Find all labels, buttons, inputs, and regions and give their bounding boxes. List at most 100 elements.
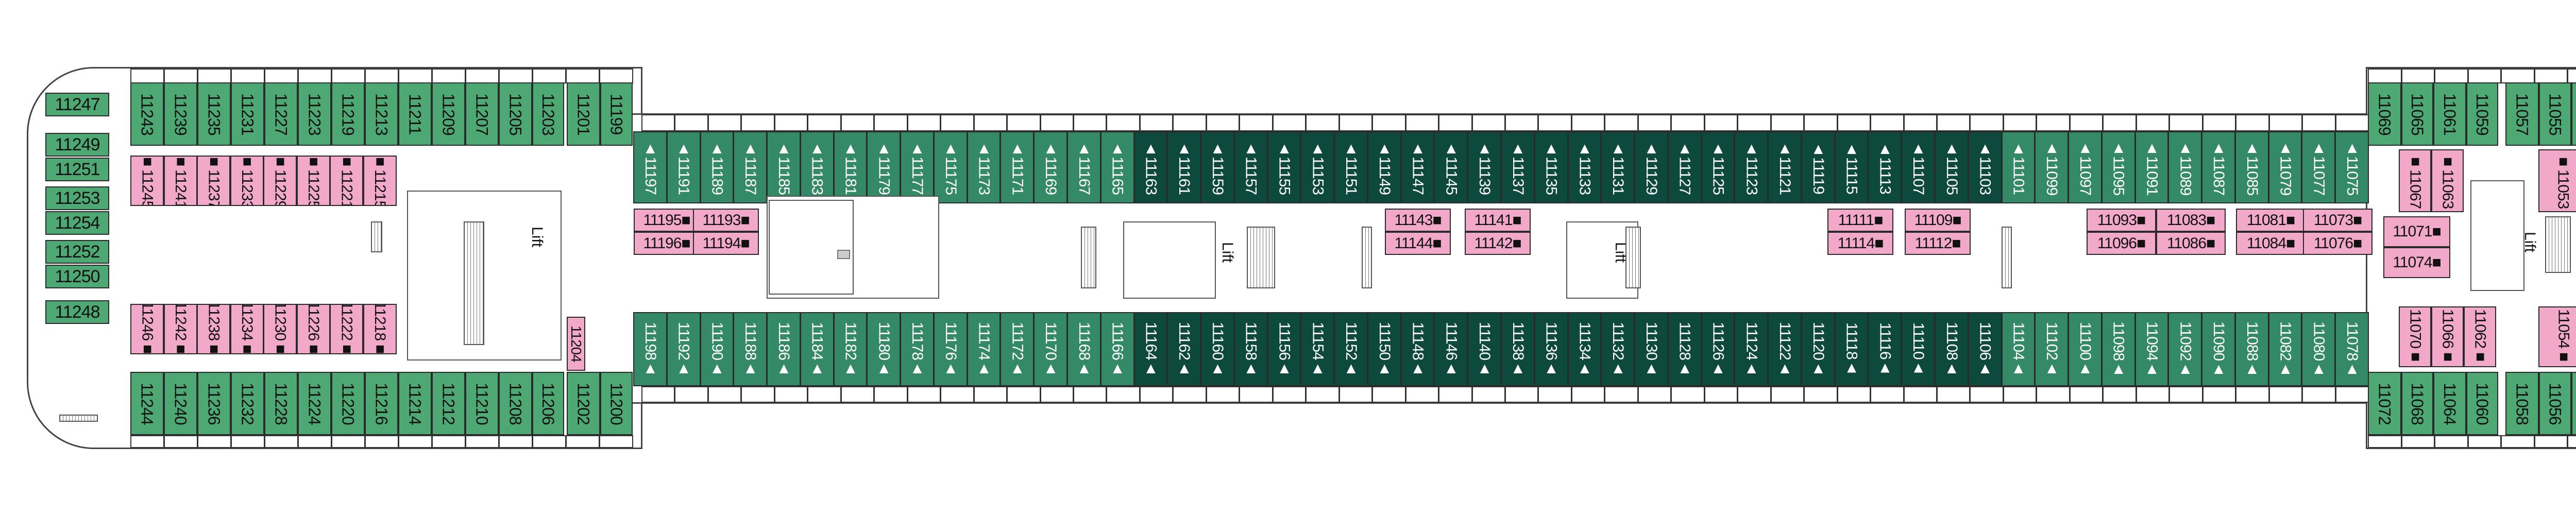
cabin-11071■[interactable]: 11071■	[2383, 216, 2450, 247]
cabin-11227[interactable]: 11227	[264, 82, 298, 146]
cabin-11190▲[interactable]: 11190▲	[700, 312, 734, 386]
cabin-■11237[interactable]: ■11237	[197, 156, 230, 206]
cabin-11128▲[interactable]: 11128▲	[1667, 312, 1702, 386]
cabin-▲11099[interactable]: ▲11099	[2035, 131, 2069, 203]
cabin-11239[interactable]: 11239	[164, 82, 197, 146]
cabin-11168▲[interactable]: 11168▲	[1067, 312, 1101, 386]
cabin-▲11119[interactable]: ▲11119	[1801, 131, 1835, 203]
cabin-▲11131[interactable]: ▲11131	[1601, 131, 1635, 203]
cabin-11203[interactable]: 11203	[532, 82, 564, 146]
cabin-11212[interactable]: 11212	[432, 372, 465, 435]
cabin-▲11189[interactable]: ▲11189	[700, 131, 734, 203]
cabin-11218■[interactable]: 11218■	[363, 304, 397, 354]
cabin-11202[interactable]: 11202	[567, 372, 600, 435]
cabin-11078▲[interactable]: 11078▲	[2335, 312, 2369, 386]
cabin-11074■[interactable]: 11074■	[2383, 247, 2450, 278]
cabin-11253[interactable]: 11253	[45, 186, 109, 210]
cabin-▲11085[interactable]: ▲11085	[2234, 131, 2269, 203]
cabin-11106▲[interactable]: 11106▲	[1968, 312, 2002, 386]
cabin-▲11107[interactable]: ▲11107	[1901, 131, 1935, 203]
cabin-11130▲[interactable]: 11130▲	[1634, 312, 1668, 386]
cabin-11223[interactable]: 11223	[298, 82, 331, 146]
cabin-11156▲[interactable]: 11156▲	[1267, 312, 1301, 386]
cabin-11069[interactable]: 11069	[2368, 82, 2401, 146]
cabin-11108▲[interactable]: 11108▲	[1935, 312, 1969, 386]
cabin-11064[interactable]: 11064	[2433, 372, 2466, 435]
cabin-11213[interactable]: 11213	[365, 82, 398, 146]
cabin-▲11157[interactable]: ▲11157	[1233, 131, 1268, 203]
cabin-11140▲[interactable]: 11140▲	[1467, 312, 1501, 386]
cabin-11249[interactable]: 11249	[45, 133, 109, 157]
cabin-11080▲[interactable]: 11080▲	[2301, 312, 2336, 386]
cabin-▲11075[interactable]: ▲11075	[2335, 131, 2369, 203]
cabin-11094▲[interactable]: 11094▲	[2134, 312, 2169, 386]
cabin-11246■[interactable]: 11246■	[130, 304, 164, 354]
cabin-▲11121[interactable]: ▲11121	[1768, 131, 1802, 203]
cabin-▲11149[interactable]: ▲11149	[1367, 131, 1401, 203]
cabin-11109■[interactable]: 11109■	[1905, 209, 1971, 232]
cabin-11242■[interactable]: 11242■	[163, 304, 197, 354]
cabin-11146▲[interactable]: 11146▲	[1434, 312, 1468, 386]
cabin-11220[interactable]: 11220	[331, 372, 365, 435]
cabin-11083■[interactable]: 11083■	[2156, 209, 2226, 232]
cabin-11068[interactable]: 11068	[2401, 372, 2433, 435]
cabin-11200[interactable]: 11200	[600, 372, 633, 435]
cabin-11120▲[interactable]: 11120▲	[1801, 312, 1835, 386]
cabin-11093■[interactable]: 11093■	[2087, 209, 2156, 232]
cabin-■11245[interactable]: ■11245	[130, 156, 164, 206]
cabin-11143■[interactable]: 11143■	[1385, 209, 1451, 232]
cabin-▲11113[interactable]: ▲11113	[1868, 131, 1902, 203]
cabin-11201[interactable]: 11201	[567, 82, 600, 146]
cabin-▲11095[interactable]: ▲11095	[2101, 131, 2136, 203]
cabin-11138▲[interactable]: 11138▲	[1501, 312, 1535, 386]
cabin-11172▲[interactable]: 11172▲	[1000, 312, 1035, 386]
cabin-11170▲[interactable]: 11170▲	[1033, 312, 1067, 386]
cabin-11209[interactable]: 11209	[432, 82, 465, 146]
cabin-11058[interactable]: 11058	[2505, 372, 2539, 435]
cabin-11054■[interactable]: 11054■	[2538, 306, 2576, 367]
cabin-▲11097[interactable]: ▲11097	[2068, 131, 2102, 203]
cabin-▲11133[interactable]: ▲11133	[1567, 131, 1602, 203]
cabin-▲11101[interactable]: ▲11101	[2001, 131, 2036, 203]
cabin-▲11151[interactable]: ▲11151	[1334, 131, 1368, 203]
cabin-▲11153[interactable]: ▲11153	[1300, 131, 1335, 203]
cabin-11188▲[interactable]: 11188▲	[733, 312, 768, 386]
cabin-▲11125[interactable]: ▲11125	[1701, 131, 1735, 203]
cabin-11166▲[interactable]: 11166▲	[1100, 312, 1134, 386]
cabin-11226■[interactable]: 11226■	[296, 304, 330, 354]
cabin-▲11129[interactable]: ▲11129	[1634, 131, 1668, 203]
cabin-■11221[interactable]: ■11221	[330, 156, 363, 206]
cabin-11086■[interactable]: 11086■	[2156, 232, 2226, 255]
cabin-11180▲[interactable]: 11180▲	[867, 312, 901, 386]
cabin-11196■[interactable]: 11196■	[634, 232, 700, 255]
cabin-11219[interactable]: 11219	[331, 82, 365, 146]
cabin-11072[interactable]: 11072	[2368, 372, 2401, 435]
cabin-▲11163[interactable]: ▲11163	[1133, 131, 1168, 203]
cabin-11174▲[interactable]: 11174▲	[967, 312, 1001, 386]
cabin-▲11173[interactable]: ▲11173	[967, 131, 1001, 203]
cabin-11144■[interactable]: 11144■	[1385, 232, 1451, 255]
cabin-11194■[interactable]: 11194■	[693, 232, 759, 255]
cabin-11178▲[interactable]: 11178▲	[900, 312, 934, 386]
cabin-11052[interactable]: 11052	[2571, 372, 2576, 435]
cabin-11234■[interactable]: 11234■	[230, 304, 264, 354]
cabin-11056[interactable]: 11056	[2539, 372, 2571, 435]
cabin-▲11159[interactable]: ▲11159	[1200, 131, 1234, 203]
cabin-11206[interactable]: 11206	[532, 372, 564, 435]
cabin-▲11185[interactable]: ▲11185	[767, 131, 801, 203]
cabin-11142■[interactable]: 11142■	[1465, 232, 1531, 255]
cabin-11186▲[interactable]: 11186▲	[767, 312, 801, 386]
cabin-11081■[interactable]: 11081■	[2236, 209, 2306, 232]
cabin-▲11123[interactable]: ▲11123	[1734, 131, 1769, 203]
cabin-11222■[interactable]: 11222■	[330, 304, 363, 354]
cabin-▲11147[interactable]: ▲11147	[1400, 131, 1435, 203]
cabin-11060[interactable]: 11060	[2466, 372, 2498, 435]
cabin-11205[interactable]: 11205	[499, 82, 532, 146]
cabin-■11233[interactable]: ■11233	[230, 156, 264, 206]
cabin-▲11105[interactable]: ▲11105	[1935, 131, 1969, 203]
cabin-▲11145[interactable]: ▲11145	[1434, 131, 1468, 203]
cabin-11252[interactable]: 11252	[45, 240, 109, 264]
cabin-11240[interactable]: 11240	[164, 372, 197, 435]
cabin-11199[interactable]: 11199	[600, 82, 633, 146]
cabin-▲11087[interactable]: ▲11087	[2201, 131, 2235, 203]
